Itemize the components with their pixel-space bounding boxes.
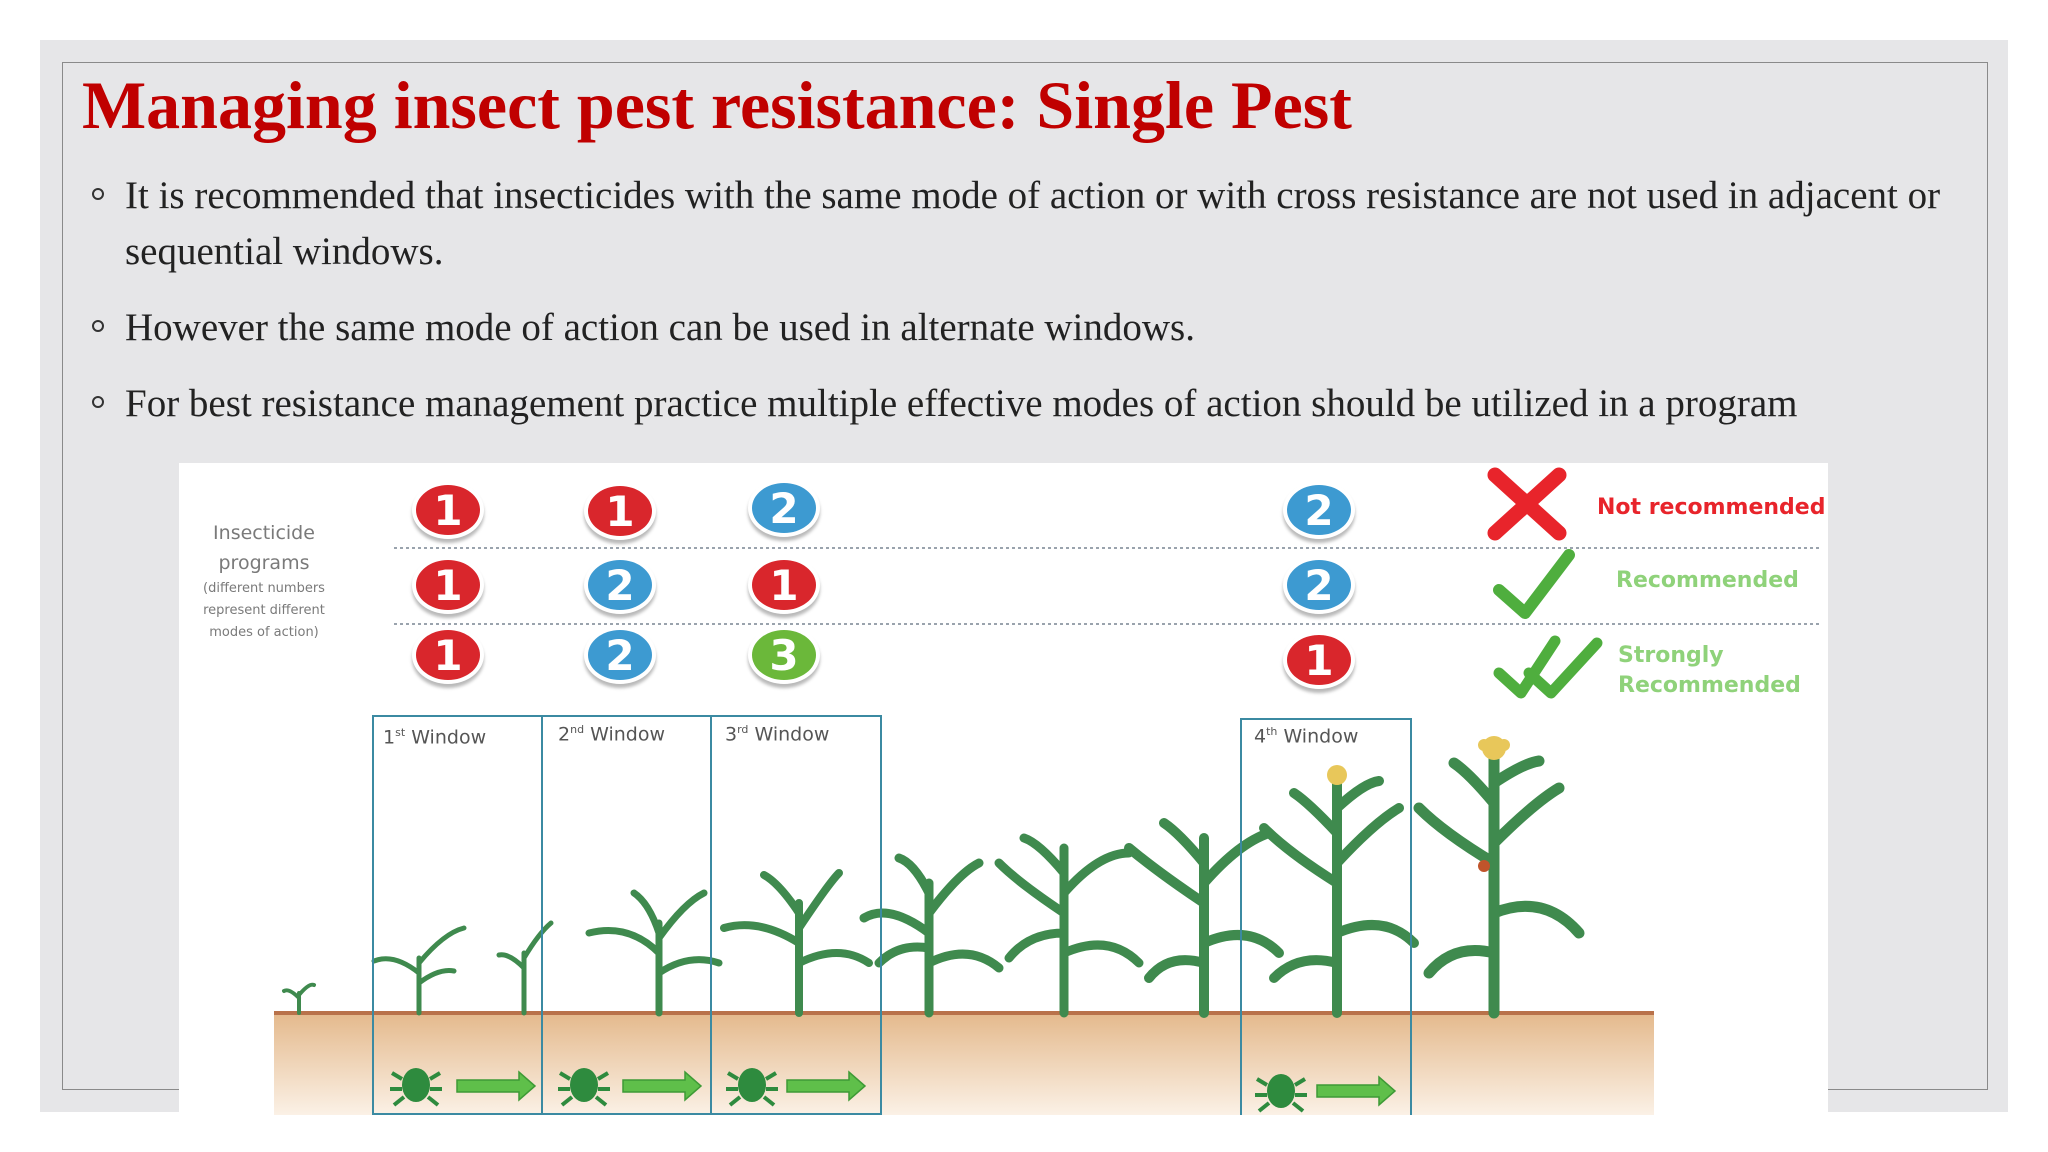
pest-markers <box>390 1068 1397 1113</box>
window-4-label: 4th Window <box>1254 725 1359 748</box>
window-1-box <box>372 715 543 1115</box>
bullet-item: It is recommended that insecticides with… <box>92 168 1992 280</box>
window-2-label: 2nd Window <box>558 723 666 746</box>
figure-artwork <box>274 467 1819 1115</box>
window-3-box <box>710 715 882 1115</box>
bullet-marker-icon <box>92 188 104 200</box>
soil-band <box>274 1013 1654 1115</box>
window-1-label: 1st Window <box>383 726 487 749</box>
mode-2-badge: 2 <box>1283 556 1355 614</box>
recommended-label: Recommended <box>1616 568 1799 593</box>
slide-title: Managing insect pest resistance: Single … <box>82 67 1352 143</box>
bullet-item: For best resistance management practice … <box>92 376 1992 432</box>
mode-2-badge: 2 <box>584 556 656 614</box>
mode-1-badge: 1 <box>412 481 484 539</box>
mode-1-badge: 1 <box>412 556 484 614</box>
mode-2-badge: 2 <box>748 479 820 537</box>
corn-tassels <box>1327 736 1510 785</box>
window-4-box <box>1240 718 1412 1115</box>
check-icon <box>1493 549 1575 619</box>
cross-icon <box>1487 467 1567 541</box>
mode-1-badge: 1 <box>584 482 656 540</box>
double-check-icon <box>1493 635 1603 699</box>
bullet-marker-icon <box>92 396 104 408</box>
window-3-label: 3rd Window <box>725 723 830 746</box>
mode-3-badge: 3 <box>748 626 820 684</box>
not-recommended-label: Not recommended <box>1597 495 1826 520</box>
window-2-box <box>541 715 712 1115</box>
mode-2-badge: 2 <box>584 626 656 684</box>
mode-2-badge: 2 <box>1283 481 1355 539</box>
mode-1-badge: 1 <box>1283 631 1355 689</box>
strongly-recommended-label: Strongly Recommended <box>1618 643 1801 698</box>
bullet-item: However the same mode of action can be u… <box>92 300 1992 356</box>
insecticide-programs-label: Insecticide programs (different numbers … <box>203 522 325 640</box>
corn-plants <box>282 747 1585 1019</box>
corn-silk <box>1478 860 1490 872</box>
bullet-marker-icon <box>92 320 104 332</box>
mode-1-badge: 1 <box>748 556 820 614</box>
mode-1-badge: 1 <box>412 626 484 684</box>
resistance-program-figure: Insecticide programs (different numbers … <box>179 463 1828 1115</box>
bullet-list: It is recommended that insecticides with… <box>92 168 1992 452</box>
